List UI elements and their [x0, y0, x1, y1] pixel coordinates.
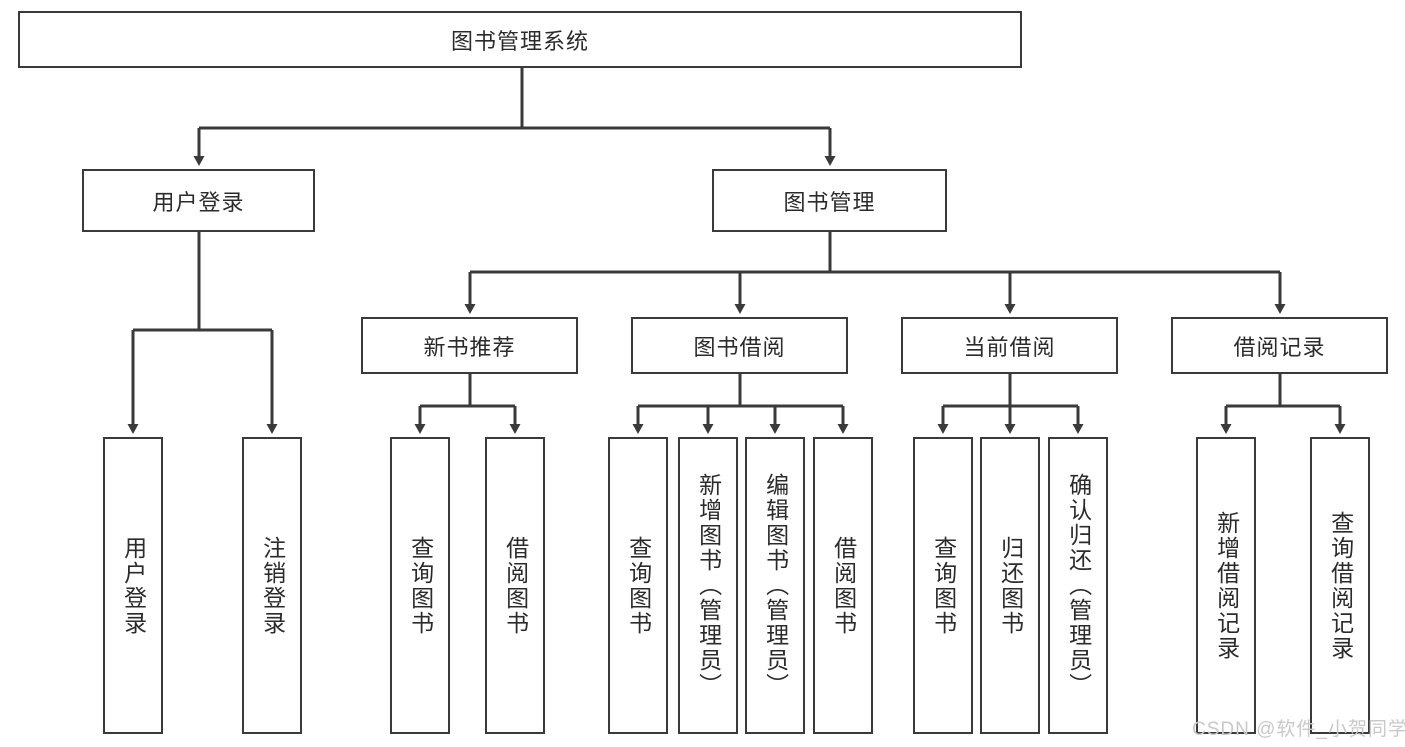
node-book-manage[interactable]: 图书管理 — [712, 169, 947, 232]
node-leaf-logout-login[interactable]: 注销登录 — [242, 437, 302, 734]
node-label: 归还图书 — [997, 535, 1024, 636]
node-label: 借阅记录 — [1233, 334, 1326, 360]
node-leaf-query-book-1[interactable]: 查询图书 — [390, 437, 450, 734]
node-book-borrow[interactable]: 图书借阅 — [631, 317, 848, 374]
node-label: 图书管理系统 — [450, 28, 589, 54]
node-label: 新书推荐 — [423, 334, 516, 360]
node-title-book-management-system[interactable]: 图书管理系统 — [18, 11, 1022, 68]
node-leaf-user-login[interactable]: 用户登录 — [103, 437, 163, 734]
node-label: 查询图书 — [625, 535, 652, 636]
node-label: 查询图书 — [930, 535, 957, 636]
node-label: 确认归还（管理员） — [1065, 473, 1092, 698]
node-label: 新增借阅记录 — [1213, 510, 1240, 661]
node-leaf-query-book-2[interactable]: 查询图书 — [608, 437, 668, 734]
node-leaf-borrow-book-1[interactable]: 借阅图书 — [485, 437, 545, 734]
node-label: 用户登录 — [152, 189, 245, 215]
node-label: 图书管理 — [783, 189, 876, 215]
node-label: 查询借阅记录 — [1327, 510, 1354, 661]
node-current-borrow[interactable]: 当前借阅 — [901, 317, 1118, 374]
node-leaf-query-borrow-record[interactable]: 查询借阅记录 — [1310, 437, 1370, 734]
node-label: 用户登录 — [120, 535, 147, 636]
node-leaf-return-book[interactable]: 归还图书 — [980, 437, 1040, 734]
node-leaf-confirm-return[interactable]: 确认归还（管理员） — [1048, 437, 1108, 734]
node-label: 编辑图书（管理员） — [762, 473, 789, 698]
node-label: 借阅图书 — [502, 535, 529, 636]
node-leaf-edit-book[interactable]: 编辑图书（管理员） — [745, 437, 805, 734]
node-label: 查询图书 — [407, 535, 434, 636]
node-label: 借阅图书 — [830, 535, 857, 636]
node-leaf-add-book[interactable]: 新增图书（管理员） — [678, 437, 738, 734]
node-user-login[interactable]: 用户登录 — [82, 169, 315, 232]
node-new-book-recommend[interactable]: 新书推荐 — [361, 317, 578, 374]
node-label: 新增图书（管理员） — [695, 473, 722, 698]
node-leaf-add-borrow-record[interactable]: 新增借阅记录 — [1196, 437, 1256, 734]
node-leaf-borrow-book-2[interactable]: 借阅图书 — [813, 437, 873, 734]
node-label: 当前借阅 — [963, 334, 1056, 360]
node-label: 注销登录 — [259, 535, 286, 636]
node-label: 图书借阅 — [693, 334, 786, 360]
node-borrow-record[interactable]: 借阅记录 — [1171, 317, 1388, 374]
node-leaf-query-book-3[interactable]: 查询图书 — [913, 437, 973, 734]
